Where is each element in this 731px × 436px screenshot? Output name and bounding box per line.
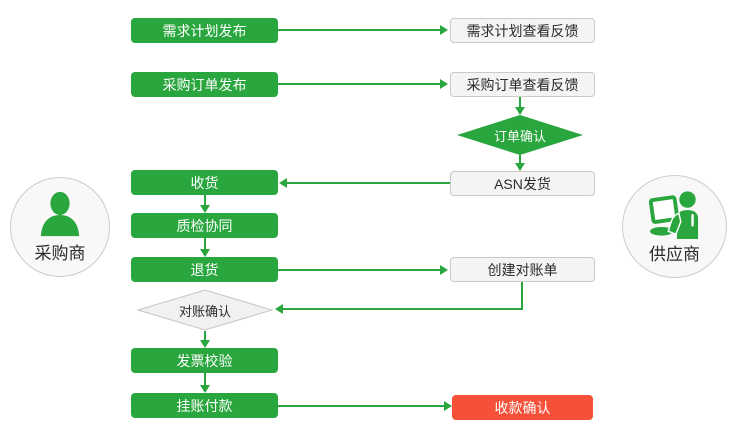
arrow-po-head xyxy=(440,79,448,89)
supplier-label: 供应商 xyxy=(649,244,700,264)
arrow-receive-to-quality-head xyxy=(200,205,210,213)
arrow-statement-elbow-hline xyxy=(283,308,523,310)
diamond-order-confirm: 订单确认 xyxy=(457,115,583,155)
arrow-asn-to-receive-head xyxy=(279,178,287,188)
buyer-label: 采购商 xyxy=(34,244,86,263)
diamond-shape xyxy=(137,289,273,331)
arrow-statement-elbow-vline xyxy=(521,282,523,309)
arrow-to-payment-line xyxy=(204,373,206,385)
arrow-po-line xyxy=(278,83,440,85)
arrow-return-to-statement-head xyxy=(440,265,448,275)
node-demand-plan-feedback: 需求计划查看反馈 xyxy=(450,18,595,43)
person-laptop-icon xyxy=(648,190,698,239)
node-payment-receipt-confirm: 收款确认 xyxy=(452,395,593,420)
node-po-publish: 采购订单发布 xyxy=(131,72,278,97)
arrow-to-invoice-head xyxy=(200,340,210,348)
arrow-to-order-confirm-line xyxy=(519,97,521,107)
node-return-goods: 退货 xyxy=(131,257,278,282)
arrow-demand-plan-head xyxy=(440,25,448,35)
person-icon xyxy=(40,191,80,237)
arrow-to-receipt-head xyxy=(444,401,452,411)
arrow-quality-to-return-head xyxy=(200,249,210,257)
diamond-reconciliation-confirm: 对账确认 xyxy=(137,289,273,331)
arrow-demand-plan-line xyxy=(278,29,440,31)
arrow-quality-to-return-line xyxy=(204,238,206,249)
arrow-asn-to-receive-line xyxy=(287,182,450,184)
arrow-to-asn-head xyxy=(515,163,525,171)
diamond-label: 对账确认 xyxy=(178,303,231,319)
arrow-return-to-statement-line xyxy=(278,269,440,271)
node-demand-plan-publish: 需求计划发布 xyxy=(131,18,278,43)
arrow-receive-to-quality-line xyxy=(204,195,206,205)
node-quality-collaboration: 质检协同 xyxy=(131,213,278,238)
node-create-statement: 创建对账单 xyxy=(450,257,595,282)
arrow-to-asn-line xyxy=(519,155,521,163)
node-po-feedback: 采购订单查看反馈 xyxy=(450,72,595,97)
arrow-to-payment-head xyxy=(200,385,210,393)
arrow-to-order-confirm-head xyxy=(515,107,525,115)
buyer-actor: 采购商 xyxy=(10,177,110,277)
arrow-statement-elbow-head xyxy=(275,304,283,314)
arrow-to-receipt-line xyxy=(278,405,444,407)
supplier-actor: 供应商 xyxy=(622,175,727,278)
node-asn-shipment: ASN发货 xyxy=(450,171,595,196)
node-receive-goods: 收货 xyxy=(131,170,278,195)
arrow-to-invoice-line xyxy=(204,331,206,340)
diamond-label: 订单确认 xyxy=(493,128,546,144)
node-booked-payment: 挂账付款 xyxy=(131,393,278,418)
diamond-shape xyxy=(457,115,583,155)
node-invoice-verification: 发票校验 xyxy=(131,348,278,373)
